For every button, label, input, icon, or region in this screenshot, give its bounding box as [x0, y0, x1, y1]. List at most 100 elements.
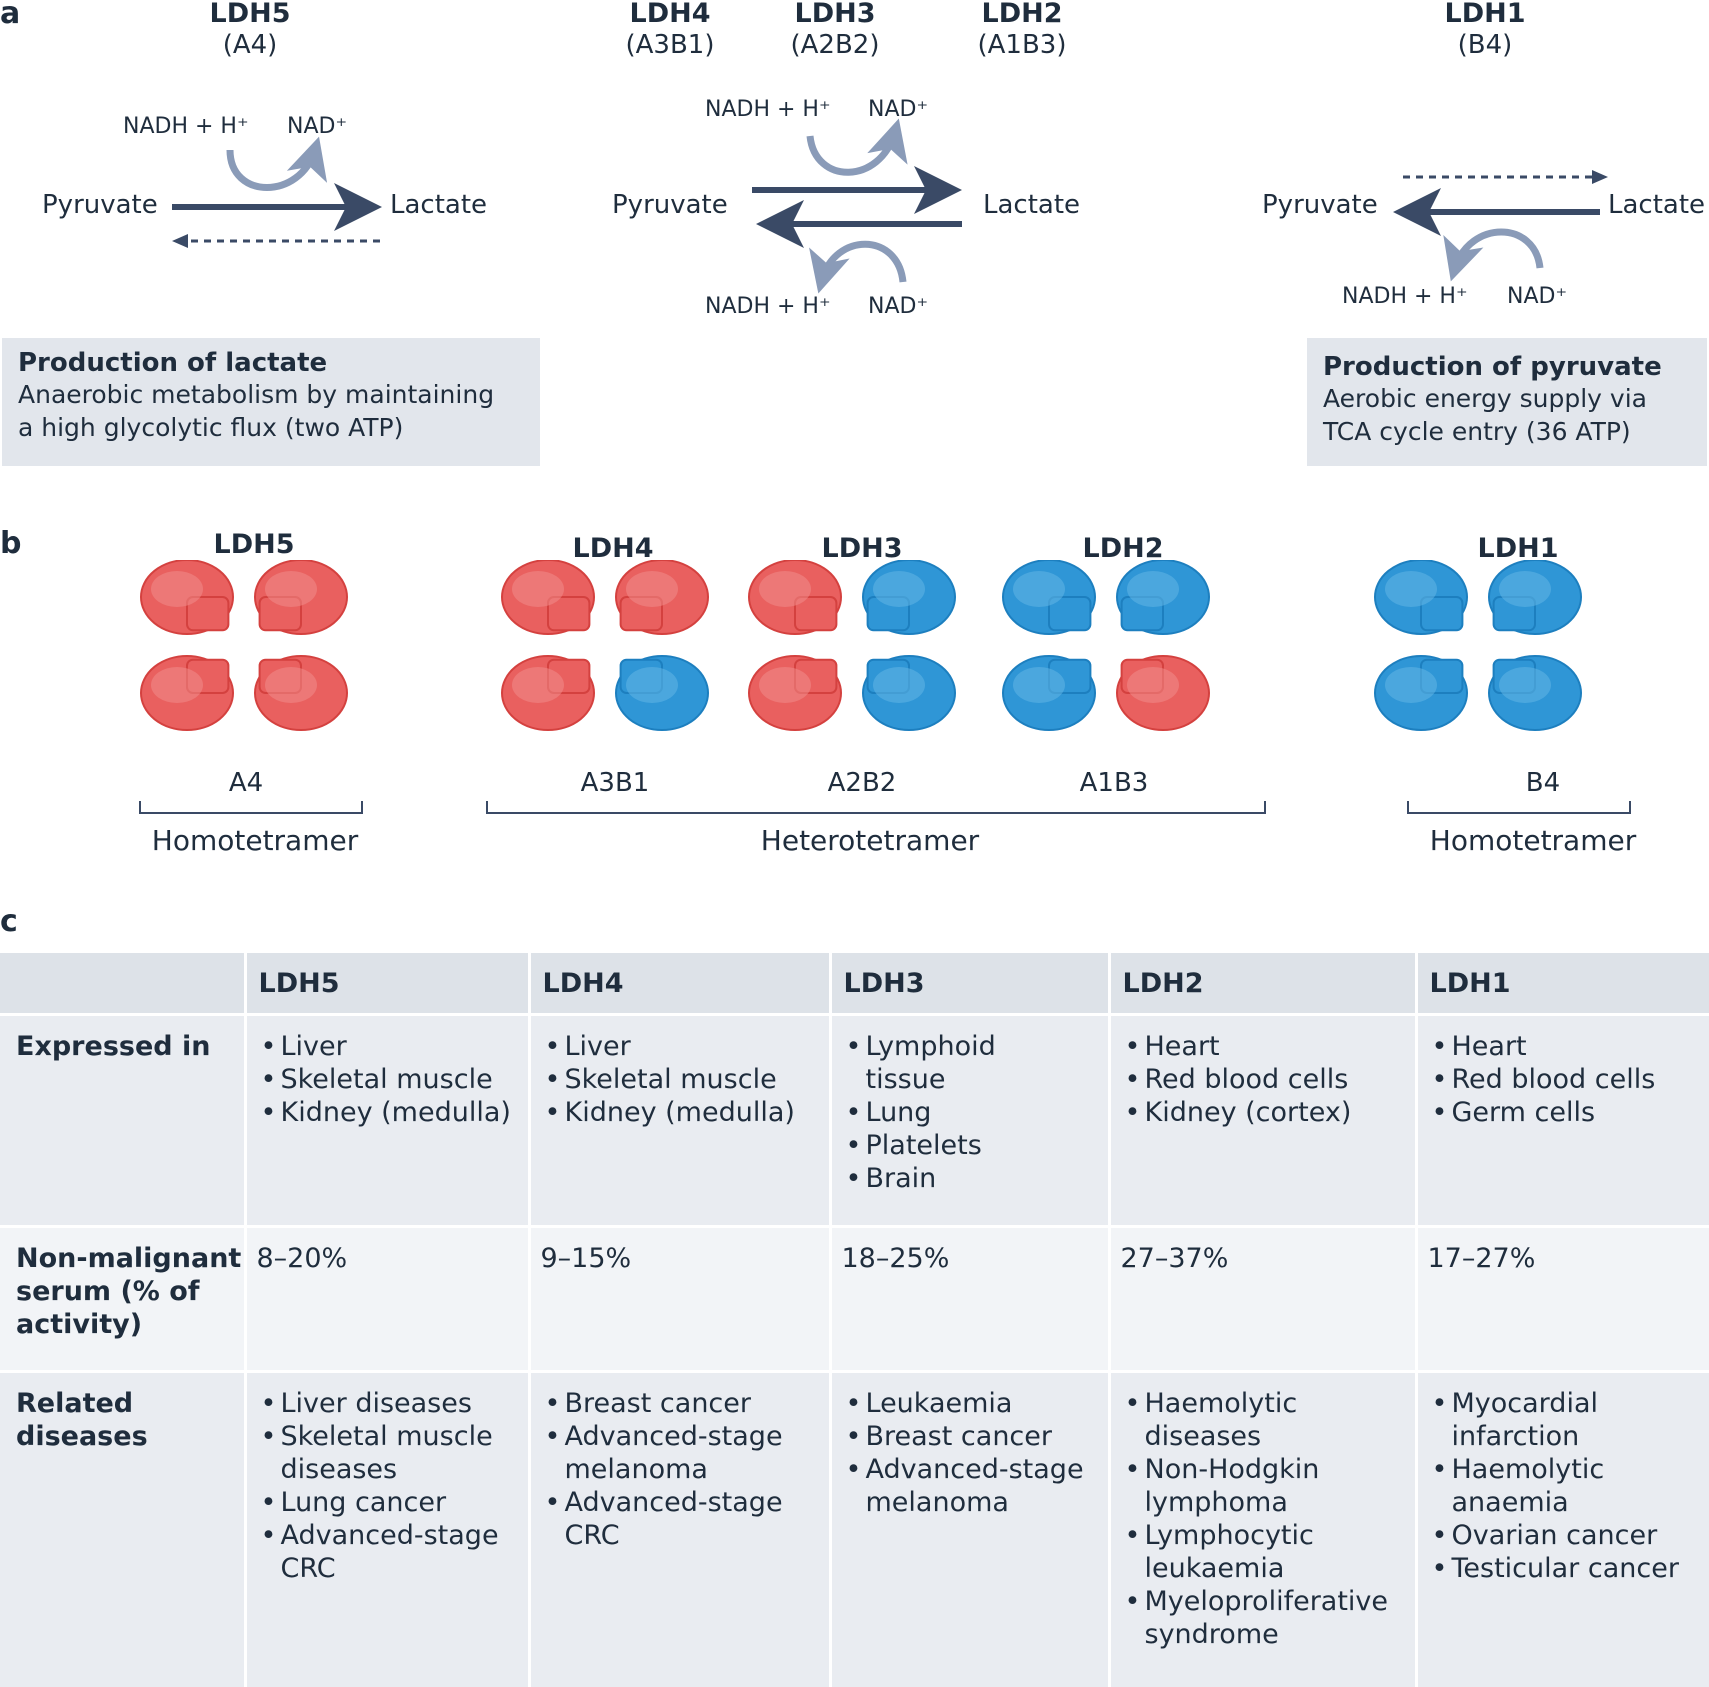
subunit-highlight — [1499, 571, 1551, 607]
mid-lactate-label: Lactate — [983, 190, 1080, 220]
table-row-serum: Non-malignant serum (% of activity) 8–20… — [0, 1227, 1709, 1372]
table-header-ldh2: LDH2 — [1109, 952, 1416, 1015]
table-header-ldh4: LDH4 — [529, 952, 830, 1015]
ldh1-lactate-label: Lactate — [1608, 190, 1705, 220]
subunit-highlight — [1385, 571, 1437, 607]
cell-expressed-ldh5: LiverSkeletal muscleKidney (medulla) — [245, 1015, 529, 1227]
subunit-highlight — [512, 571, 564, 607]
mid-top-nad-label: NAD⁺ — [868, 97, 928, 122]
table-header-empty — [0, 952, 245, 1015]
list-item: Red blood cells — [1428, 1063, 1709, 1096]
list-item: Advanced-stage melanoma — [541, 1420, 791, 1486]
cell-diseases-ldh3: LeukaemiaBreast cancerAdvanced-stage mel… — [830, 1372, 1109, 1687]
table-header-ldh5: LDH5 — [245, 952, 529, 1015]
grouping-brackets — [0, 795, 1709, 815]
list-expressed-ldh2: HeartRed blood cellsKidney (cortex) — [1121, 1030, 1415, 1129]
panel-label-c: c — [0, 904, 18, 939]
list-item: Leukaemia — [842, 1387, 1102, 1420]
table-row-diseases: Related diseases Liver diseasesSkeletal … — [0, 1372, 1709, 1687]
tetramer-ldh2-subunits: A1B3 — [1054, 768, 1174, 798]
subunit-highlight — [873, 667, 925, 703]
homotetramer-left-label: Homotetramer — [120, 824, 390, 857]
ldh5-reverse-dashed-arrow — [172, 234, 380, 248]
cell-serum-ldh2: 27–37% — [1109, 1227, 1416, 1372]
list-expressed-ldh4: LiverSkeletal muscleKidney (medulla) — [541, 1030, 829, 1129]
row-label-diseases: Related diseases — [0, 1372, 245, 1687]
mid-bottom-nad-label: NAD⁺ — [868, 294, 928, 319]
ldh1-pyruvate-label: Pyruvate — [1262, 190, 1378, 220]
list-item: Breast cancer — [541, 1387, 791, 1420]
ldh1-nadh-label: NADH + H⁺ — [1342, 284, 1468, 309]
list-item: Myeloproliferative syndrome — [1121, 1585, 1391, 1651]
row-label-expressed: Expressed in — [0, 1015, 245, 1227]
ldh1-cofactor-arc — [1455, 232, 1540, 268]
list-item: Myocardial infarction — [1428, 1387, 1698, 1453]
list-item: Testicular cancer — [1428, 1552, 1698, 1585]
cell-serum-ldh4: 9–15% — [529, 1227, 830, 1372]
subunit-highlight — [626, 667, 678, 703]
subunit-highlight — [265, 667, 317, 703]
list-expressed-ldh1: HeartRed blood cellsGerm cells — [1428, 1030, 1709, 1129]
mid-bottom-cofactor-arc — [822, 244, 903, 282]
list-diseases-ldh2: Haemolytic diseasesNon-Hodgkin lymphomaL… — [1121, 1387, 1391, 1651]
panel-label-b: b — [0, 526, 21, 561]
cell-serum-ldh3: 18–25% — [830, 1227, 1109, 1372]
table-header-ldh1: LDH1 — [1416, 952, 1709, 1015]
cell-expressed-ldh3: Lymphoid tissueLungPlateletsBrain — [830, 1015, 1109, 1227]
table-header-ldh3: LDH3 — [830, 952, 1109, 1015]
list-item: Lymphocytic leukaemia — [1121, 1519, 1391, 1585]
list-item: Liver — [541, 1030, 829, 1063]
tetramer-ldh3-subunits: A2B2 — [802, 768, 922, 798]
pyruvate-production-box: Production of pyruvate Aerobic energy su… — [1307, 338, 1707, 466]
list-item: Red blood cells — [1121, 1063, 1415, 1096]
lactate-box-line1: Anaerobic metabolism by maintaining — [18, 378, 524, 411]
cell-diseases-ldh2: Haemolytic diseasesNon-Hodgkin lymphomaL… — [1109, 1372, 1416, 1687]
list-diseases-ldh1: Myocardial infarctionHaemolytic anaemiaO… — [1428, 1387, 1698, 1585]
ldh5-nadh-label: NADH + H⁺ — [123, 114, 249, 139]
cell-diseases-ldh5: Liver diseasesSkeletal muscle diseasesLu… — [245, 1372, 529, 1687]
subunit-highlight — [1127, 571, 1179, 607]
list-item: Kidney (cortex) — [1121, 1096, 1415, 1129]
reaction-arrows — [0, 0, 1709, 320]
tetramer-subunits — [0, 560, 1709, 760]
tetramer-ldh1-subunits: B4 — [1483, 768, 1603, 798]
list-item: Platelets — [842, 1129, 1022, 1162]
list-expressed-ldh3: Lymphoid tissueLungPlateletsBrain — [842, 1030, 1022, 1195]
subunit-highlight — [759, 571, 811, 607]
lactate-box-title: Production of lactate — [18, 348, 524, 378]
cell-diseases-ldh1: Myocardial infarctionHaemolytic anaemiaO… — [1416, 1372, 1709, 1687]
tetramer-ldh4-subunits: A3B1 — [555, 768, 675, 798]
pyruvate-box-line2: TCA cycle entry (36 ATP) — [1323, 415, 1691, 448]
list-item: Germ cells — [1428, 1096, 1709, 1129]
ldh5-pyruvate-label: Pyruvate — [42, 190, 158, 220]
list-item: Lung cancer — [257, 1486, 507, 1519]
list-item: Lymphoid tissue — [842, 1030, 1022, 1096]
subunit-highlight — [1013, 667, 1065, 703]
list-item: Skeletal muscle diseases — [257, 1420, 507, 1486]
list-item: Breast cancer — [842, 1420, 1102, 1453]
cell-serum-ldh1: 17–27% — [1416, 1227, 1709, 1372]
pyruvate-box-title: Production of pyruvate — [1323, 352, 1691, 382]
subunit-highlight — [265, 571, 317, 607]
ldh5-cofactor-arc — [230, 150, 315, 188]
subunit-highlight — [151, 571, 203, 607]
list-item: Heart — [1428, 1030, 1709, 1063]
list-item: Heart — [1121, 1030, 1415, 1063]
mid-top-nadh-label: NADH + H⁺ — [705, 97, 831, 122]
subunit-highlight — [1127, 667, 1179, 703]
list-item: Haemolytic diseases — [1121, 1387, 1391, 1453]
list-item: Kidney (medulla) — [541, 1096, 829, 1129]
list-item: Advanced-stage CRC — [541, 1486, 791, 1552]
lactate-box-line2: a high glycolytic flux (two ATP) — [18, 411, 524, 444]
cell-diseases-ldh4: Breast cancerAdvanced-stage melanomaAdva… — [529, 1372, 830, 1687]
table-row-expressed: Expressed in LiverSkeletal muscleKidney … — [0, 1015, 1709, 1227]
list-item: Liver diseases — [257, 1387, 507, 1420]
list-item: Kidney (medulla) — [257, 1096, 528, 1129]
mid-bottom-nadh-label: NADH + H⁺ — [705, 294, 831, 319]
ldh5-nad-label: NAD⁺ — [287, 114, 347, 139]
list-item: Advanced-stage CRC — [257, 1519, 507, 1585]
list-item: Liver — [257, 1030, 528, 1063]
subunit-highlight — [873, 571, 925, 607]
list-item: Haemolytic anaemia — [1428, 1453, 1698, 1519]
list-item: Brain — [842, 1162, 1022, 1195]
